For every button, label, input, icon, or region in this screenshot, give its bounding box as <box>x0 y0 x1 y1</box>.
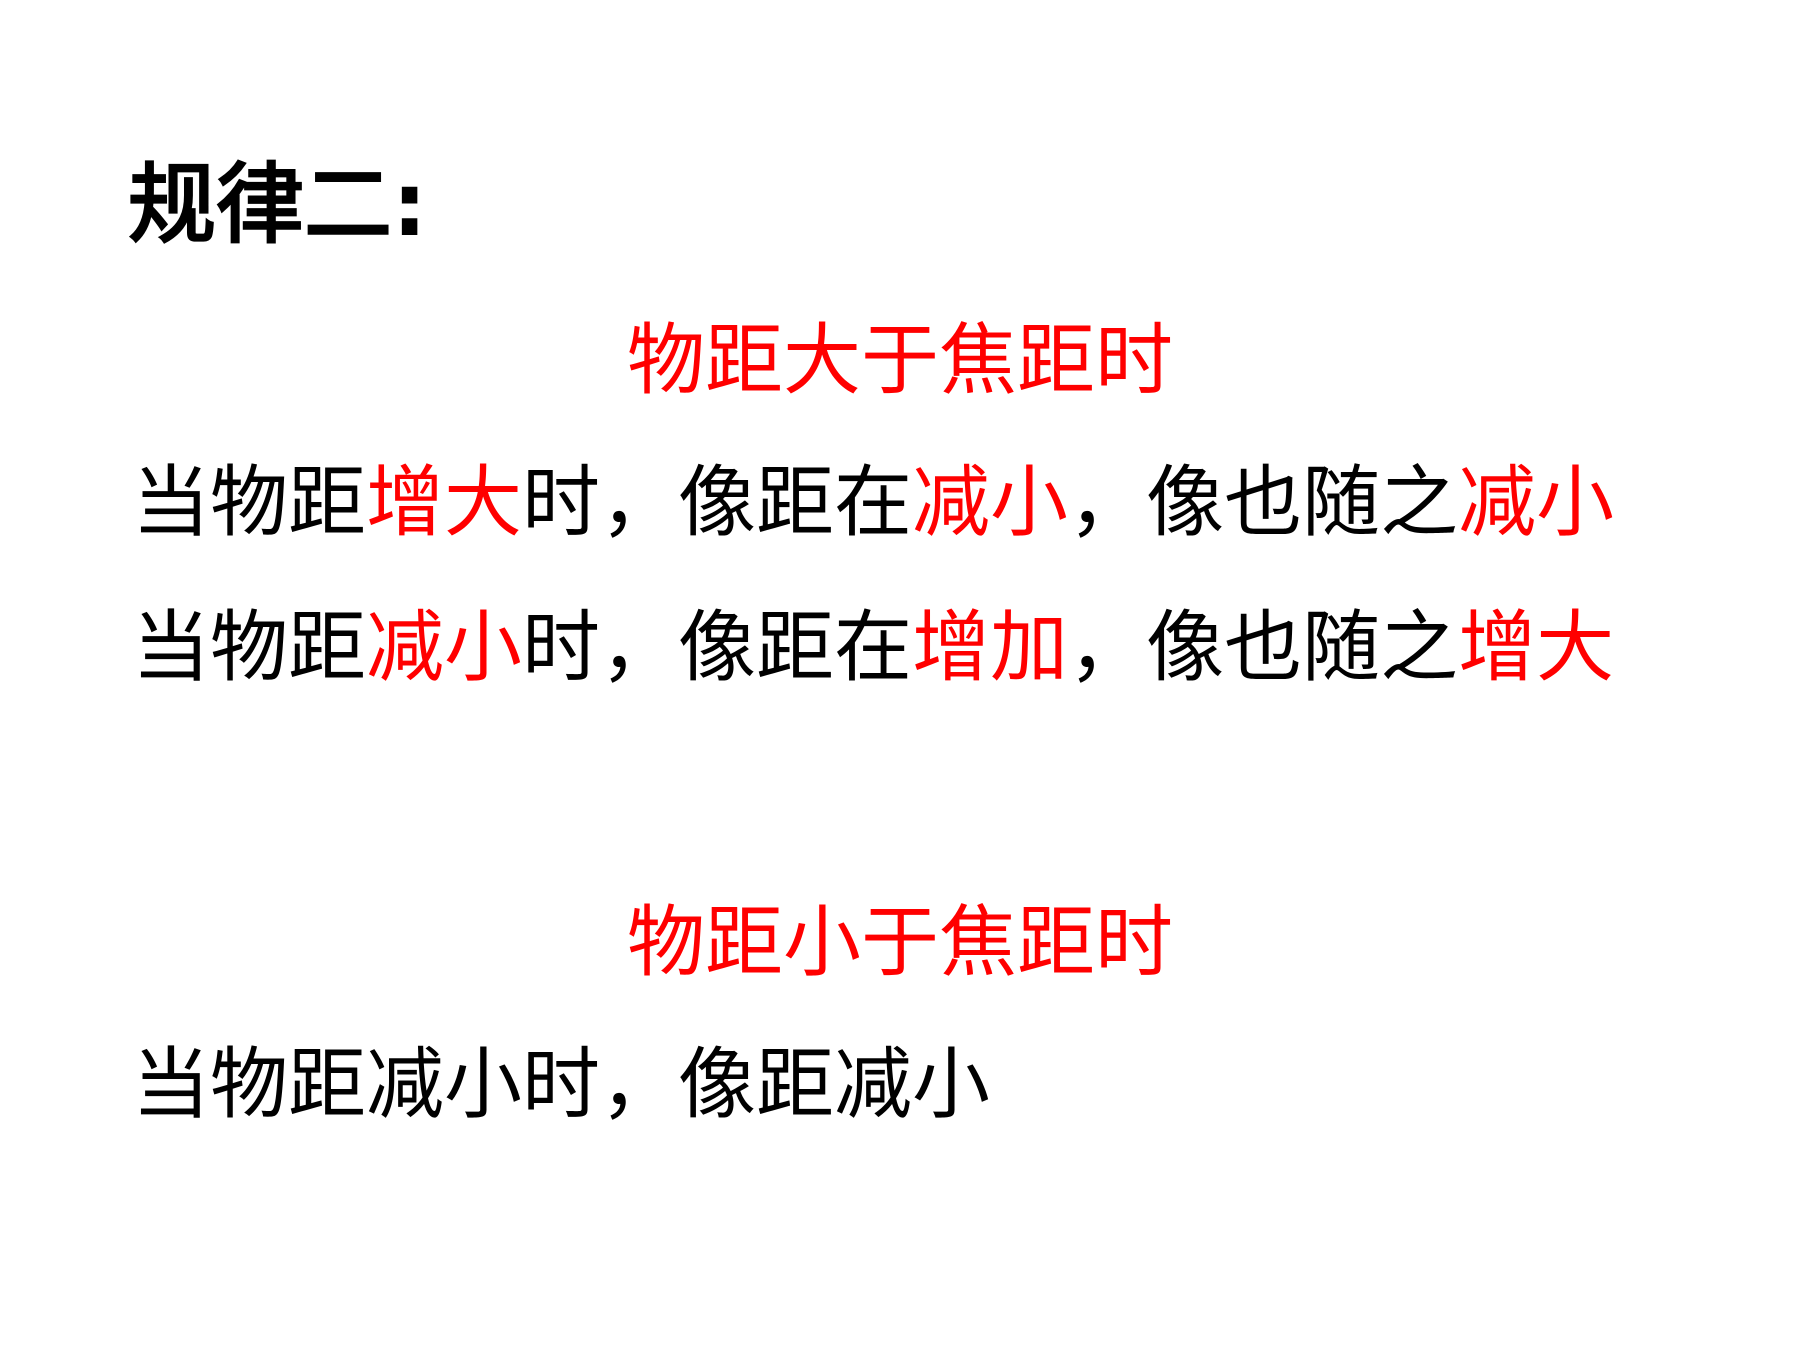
rule-highlight: 增大 <box>1458 603 1615 693</box>
rule-text: 当物距 <box>132 603 367 693</box>
rule-text: ，像也随之 <box>1068 458 1459 548</box>
rule-text: ，像也随之 <box>1068 603 1459 693</box>
rule-highlight: 增加 <box>912 603 1069 693</box>
section-heading-object-beyond-focal: 物距大于焦距时 <box>626 316 1173 406</box>
rule-text: 时，像距在 <box>522 458 913 548</box>
rule-highlight: 减小 <box>1458 458 1615 548</box>
rule-highlight: 减小 <box>366 603 523 693</box>
rule-highlight: 增大 <box>366 458 523 548</box>
rule-line-distance-increase: 当物距增大时，像距在减小，像也随之减小 <box>132 458 1614 548</box>
rule-line-within-focal: 当物距减小时，像距减小 <box>132 1040 991 1130</box>
rule-text: 当物距 <box>132 458 367 548</box>
rule-text: 时，像距在 <box>522 603 913 693</box>
rule-highlight: 减小 <box>912 458 1069 548</box>
section-heading-object-within-focal: 物距小于焦距时 <box>626 898 1173 988</box>
slide-title: 规律二: <box>128 153 428 256</box>
rule-line-distance-decrease: 当物距减小时，像距在增加，像也随之增大 <box>132 603 1614 693</box>
